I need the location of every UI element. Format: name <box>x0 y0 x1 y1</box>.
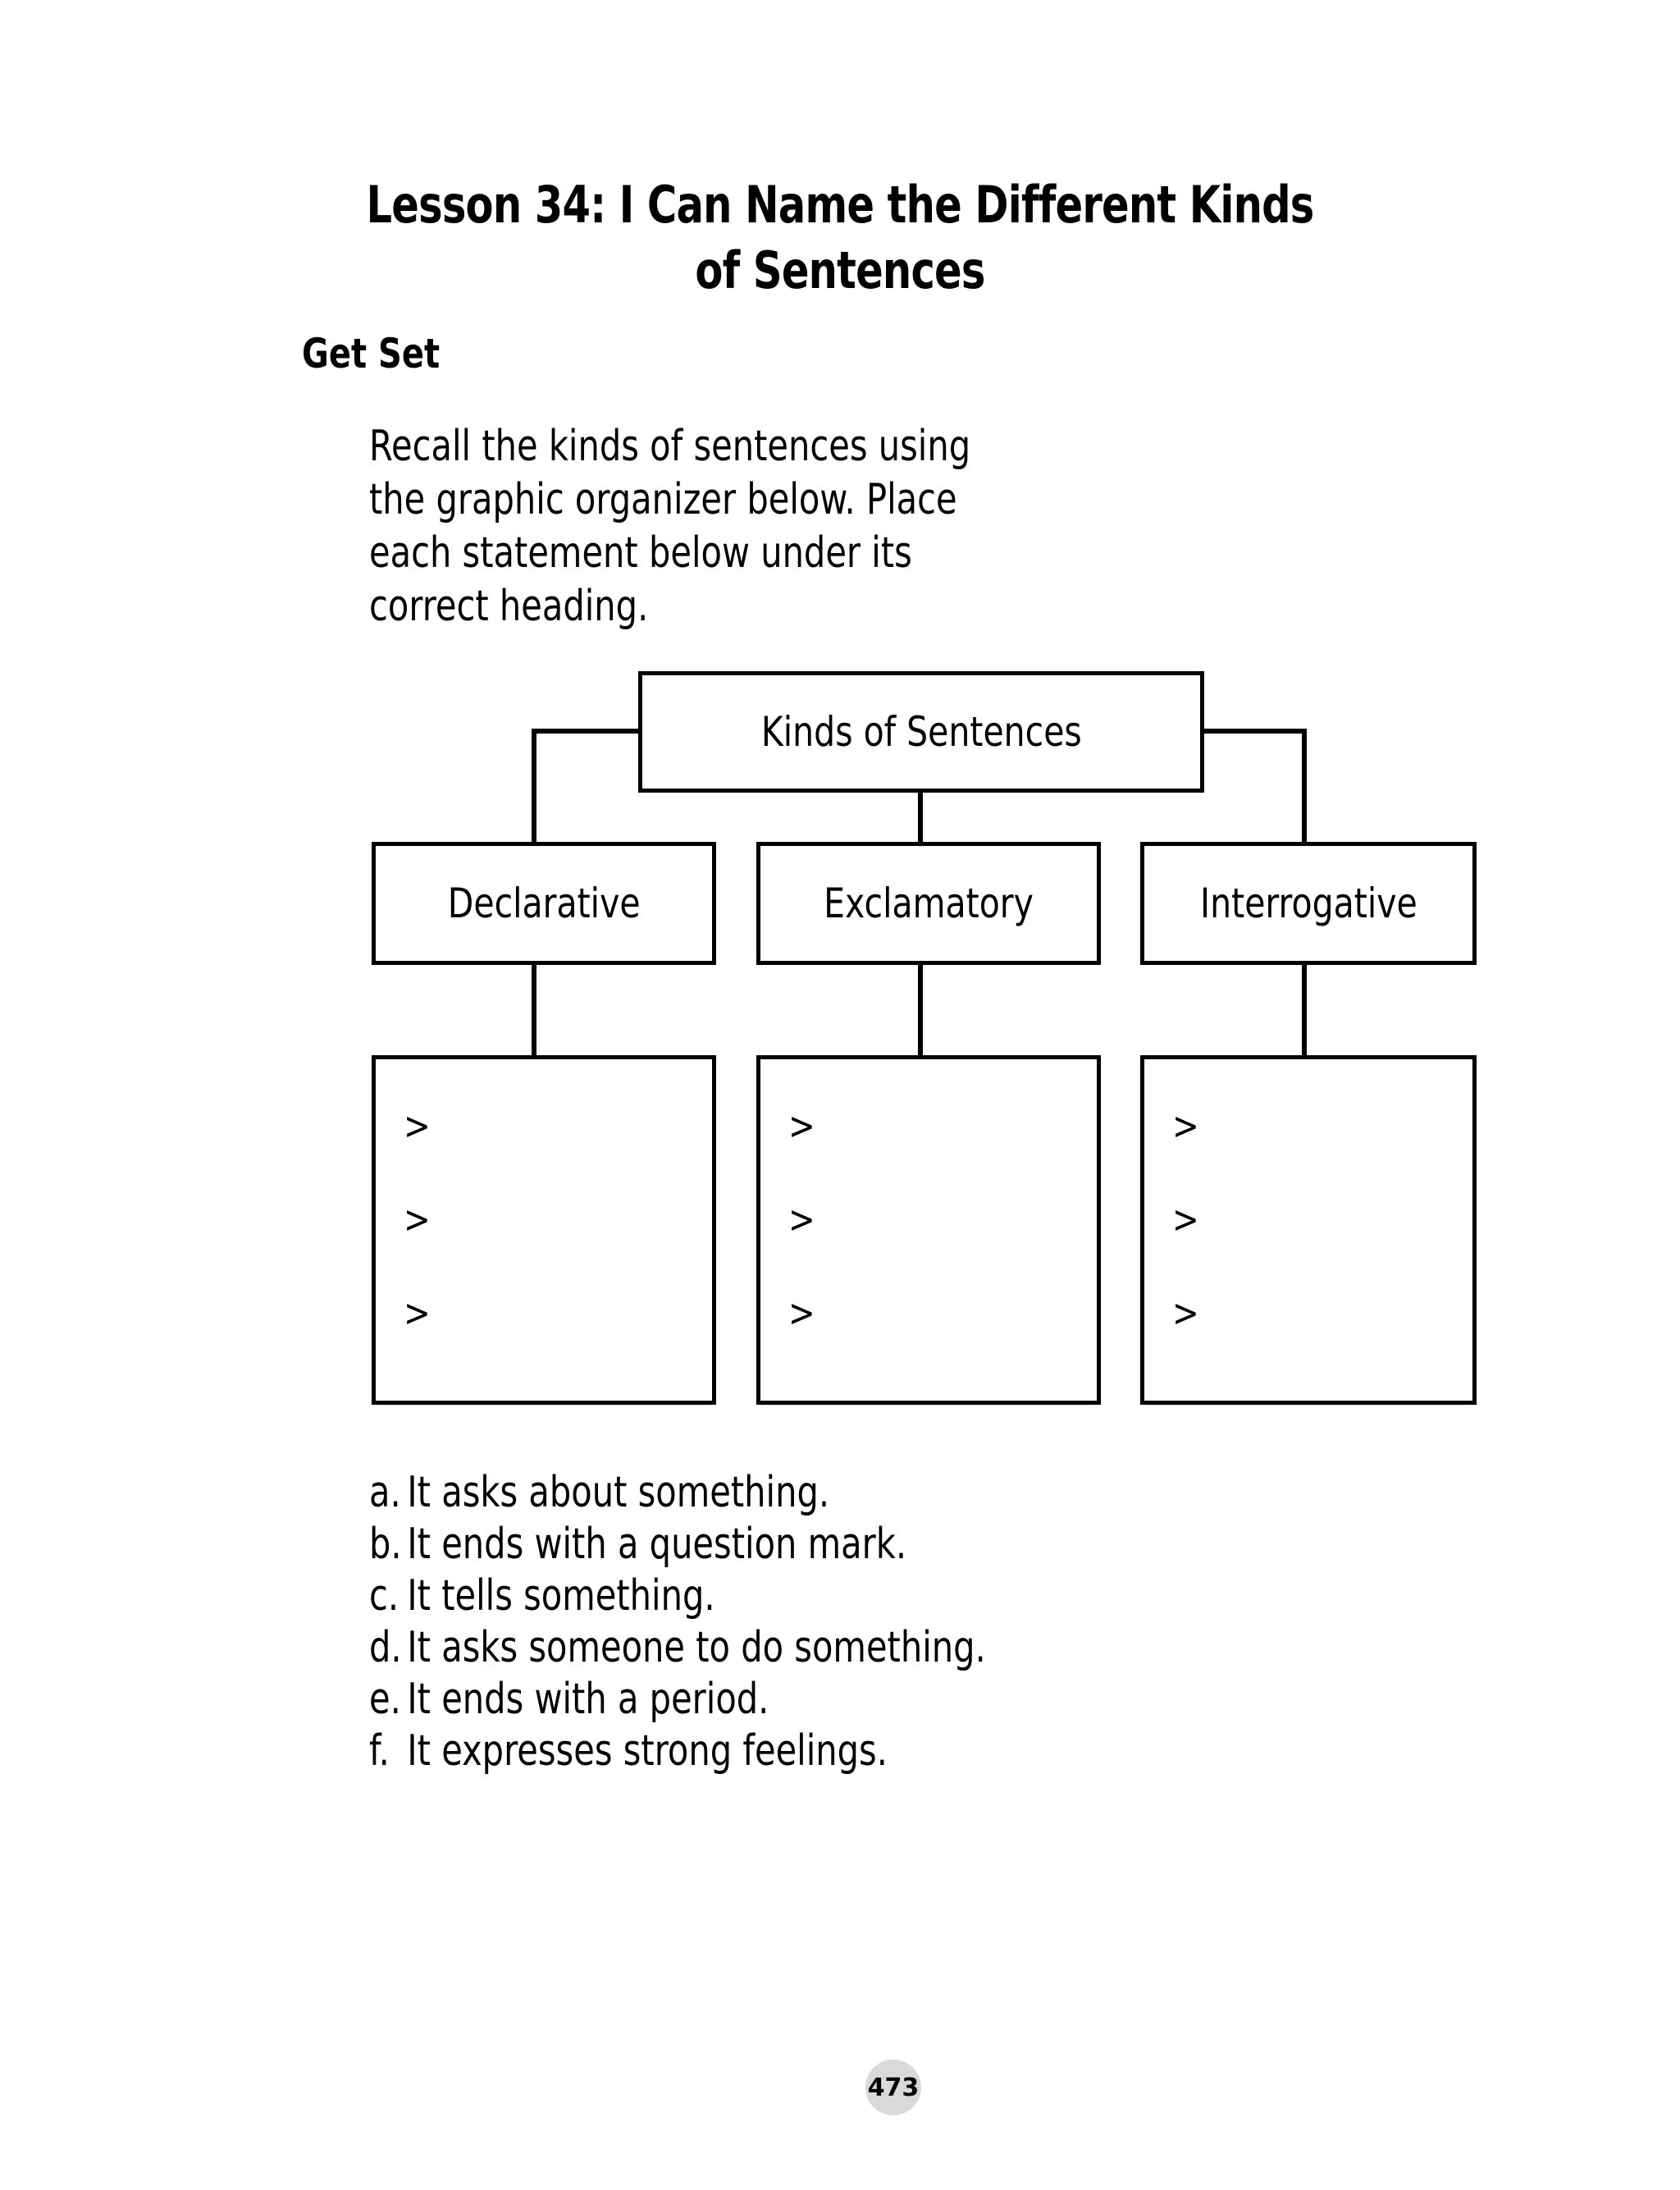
organizer-category-box-declarative: Declarative <box>372 842 716 965</box>
connector-root-right-vertical <box>1302 729 1307 844</box>
statement-text: It ends with a question mark. <box>407 1520 907 1569</box>
statement-letter: f. <box>369 1726 390 1776</box>
statement-letter: e. <box>369 1675 401 1724</box>
section-heading-get-set: Get Set <box>302 330 441 377</box>
organizer-answer-box-exclamatory[interactable]: > > > <box>756 1055 1101 1405</box>
statement-text: It asks about something. <box>407 1468 830 1517</box>
organizer-category-box-interrogative: Interrogative <box>1140 842 1477 965</box>
connector-root-left-vertical <box>532 729 536 844</box>
statement-text: It tells something. <box>407 1571 715 1621</box>
answer-bullet: > <box>788 1104 815 1148</box>
organizer-root-label: Kinds of Sentences <box>760 708 1082 756</box>
answer-bullet: > <box>788 1291 815 1335</box>
organizer-root-box: Kinds of Sentences <box>638 671 1204 793</box>
answer-bullet: > <box>1172 1291 1199 1335</box>
list-item: b. It ends with a question mark. <box>369 1519 1157 1570</box>
statement-letter: d. <box>369 1623 402 1672</box>
page-number-badge: 473 <box>865 2060 921 2115</box>
instructions-text: Recall the kinds of sentences using the … <box>369 422 971 631</box>
statement-letter: b. <box>369 1520 402 1569</box>
connector-exclamatory-to-answers <box>918 963 923 1057</box>
organizer-category-label-exclamatory: Exclamatory <box>824 880 1034 927</box>
list-item: c. It tells something. <box>369 1570 1157 1622</box>
statement-list: a. It asks about something. b. It ends w… <box>369 1467 1354 1777</box>
connector-root-right-horizontal <box>1200 729 1307 734</box>
page-title-line-1: Lesson 34: I Can Name the Different Kind… <box>366 175 1314 235</box>
answer-bullet: > <box>404 1197 431 1241</box>
connector-root-center-vertical <box>918 789 923 844</box>
answer-bullet: > <box>1172 1104 1199 1148</box>
statement-letter: a. <box>369 1468 401 1517</box>
list-item: a. It asks about something. <box>369 1467 1157 1519</box>
statement-text: It ends with a period. <box>407 1675 769 1724</box>
statement-text: It expresses strong feelings. <box>407 1726 888 1776</box>
answer-bullet: > <box>788 1197 815 1241</box>
organizer-answer-box-declarative[interactable]: > > > <box>372 1055 716 1405</box>
answer-bullet: > <box>404 1104 431 1148</box>
statement-letter: c. <box>369 1571 399 1621</box>
answer-bullet: > <box>404 1291 431 1335</box>
answer-bullet: > <box>1172 1197 1199 1241</box>
connector-declarative-to-answers <box>532 963 536 1057</box>
connector-interrogative-to-answers <box>1302 963 1307 1057</box>
statement-text: It asks someone to do something. <box>407 1623 986 1672</box>
page-title-line-2: of Sentences <box>695 240 985 300</box>
list-item: d. It asks someone to do something. <box>369 1622 1157 1674</box>
list-item: e. It ends with a period. <box>369 1674 1157 1726</box>
connector-root-left-horizontal <box>532 729 642 734</box>
organizer-category-label-interrogative: Interrogative <box>1199 880 1418 927</box>
list-item: f. It expresses strong feelings. <box>369 1726 1157 1777</box>
organizer-answer-box-interrogative[interactable]: > > > <box>1140 1055 1477 1405</box>
organizer-category-label-declarative: Declarative <box>447 880 641 927</box>
organizer-category-box-exclamatory: Exclamatory <box>756 842 1101 965</box>
